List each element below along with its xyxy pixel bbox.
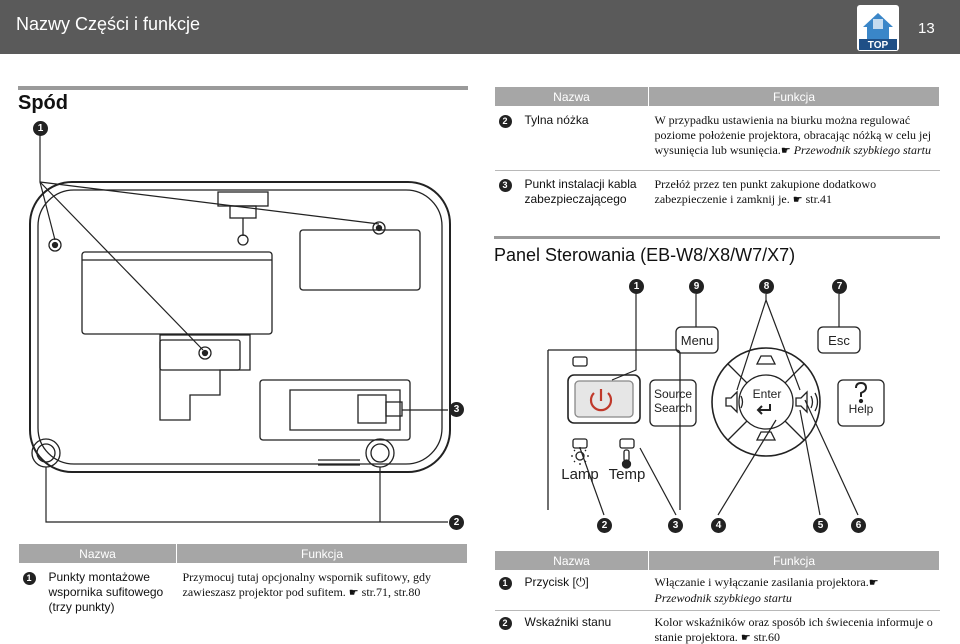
part-function: W przypadku ustawienia na biurku można r… — [648, 106, 940, 171]
part-name: Tylna nóżka — [518, 106, 649, 171]
reference-link[interactable]: str.60 — [753, 630, 781, 644]
help-button[interactable]: Help — [849, 402, 874, 416]
leader-lines — [39, 134, 448, 523]
menu-button[interactable]: Menu — [681, 333, 714, 348]
table-row: 2 Wskaźniki stanu Kolor wskaźników oraz … — [494, 610, 940, 644]
control-panel-title: Panel Sterowania (EB-W8/X8/W7/X7) — [494, 245, 796, 265]
source-search-label-1[interactable]: Source — [654, 387, 692, 401]
part-name: Przycisk [⏻] — [518, 570, 649, 611]
row-number: 2 — [498, 617, 512, 630]
part-function: Przełóż przez ten punkt zakupione dodatk… — [648, 170, 940, 214]
hand-pointer-icon: ☛ — [792, 194, 803, 206]
source-search-label-2[interactable]: Search — [654, 401, 692, 415]
enter-button[interactable]: Enter — [753, 387, 782, 401]
row-number: 3 — [498, 179, 512, 192]
panel-rule — [494, 236, 940, 239]
parts-table-top: Nazwa Funkcja 2 Tylna nóżka W przypadku … — [494, 86, 940, 214]
table-row: 2 Tylna nóżka W przypadku ustawienia na … — [494, 106, 940, 171]
col-function: Funkcja — [176, 543, 468, 564]
hand-pointer-icon: ☛ — [348, 587, 359, 599]
part-name: Punkty montażowe wspornika sufitowego (t… — [42, 563, 177, 621]
reference-link[interactable]: str.41 — [805, 192, 832, 206]
lamp-indicator-label: Lamp — [561, 466, 599, 483]
table-row: 3 Punkt instalacji kabla zabezpieczające… — [494, 170, 940, 214]
row-number: 2 — [498, 115, 512, 128]
parts-table-bottom-right: Nazwa Funkcja 1 Przycisk [⏻] Włączanie i… — [494, 550, 940, 644]
page-title: Nazwy Części i funkcje — [16, 14, 201, 34]
reference-link[interactable]: Przewodnik szybkiego startu — [654, 591, 792, 605]
panel-callout: 8 — [759, 279, 774, 294]
section-rule — [18, 86, 468, 90]
callout-3: 3 — [449, 402, 464, 417]
col-function: Funkcja — [648, 86, 940, 107]
hand-pointer-icon: ☛ — [740, 632, 751, 644]
reference-link[interactable]: Przewodnik szybkiego startu — [793, 143, 932, 157]
part-name: Punkt instalacji kabla zabezpieczającego — [518, 170, 649, 214]
projector-bottom-illustration — [29, 181, 451, 473]
panel-callout: 4 — [711, 518, 726, 533]
panel-callout: 7 — [832, 279, 847, 294]
section-title: Spód — [18, 92, 68, 114]
page-header: Nazwy Części i funkcje TOP 13 — [0, 0, 960, 54]
col-name: Nazwa — [494, 550, 649, 571]
hand-pointer-icon: ☛ — [868, 577, 879, 589]
page-number: 13 — [918, 20, 935, 37]
part-function: Kolor wskaźników oraz sposób ich świecen… — [648, 610, 940, 644]
panel-callout: 2 — [597, 518, 612, 533]
esc-button[interactable]: Esc — [828, 333, 850, 348]
table-row: 1 Przycisk [⏻] Włączanie i wyłączanie za… — [494, 570, 940, 611]
temp-indicator-label: Temp — [609, 466, 646, 483]
panel-callout: 3 — [668, 518, 683, 533]
reference-link[interactable]: str.71, str.80 — [361, 585, 421, 599]
col-name: Nazwa — [494, 86, 649, 107]
col-name: Nazwa — [18, 543, 177, 564]
row-number: 1 — [498, 577, 512, 590]
top-home-icon[interactable]: TOP — [857, 5, 899, 51]
panel-leader-lines — [579, 294, 859, 516]
col-function: Funkcja — [648, 550, 940, 571]
parts-table-bottom-left: Nazwa Funkcja 1 Punkty montażowe wsporni… — [18, 543, 468, 621]
part-function: Włączanie i wyłączanie zasilania projekt… — [648, 570, 940, 611]
row-number: 1 — [22, 572, 36, 585]
part-name: Wskaźniki stanu — [518, 610, 649, 644]
callout-2: 2 — [449, 515, 464, 530]
panel-callout: 5 — [813, 518, 828, 533]
control-panel-illustration — [547, 326, 885, 510]
hand-pointer-icon: ☛ — [780, 145, 791, 157]
panel-callout: 6 — [851, 518, 866, 533]
part-function: Przymocuj tutaj opcjonalny wspornik sufi… — [176, 563, 468, 621]
callout-1: 1 — [33, 121, 48, 136]
panel-callout: 1 — [629, 279, 644, 294]
panel-callout: 9 — [689, 279, 704, 294]
table-row: 1 Punkty montażowe wspornika sufitowego … — [18, 563, 468, 621]
top-label: TOP — [868, 40, 889, 51]
